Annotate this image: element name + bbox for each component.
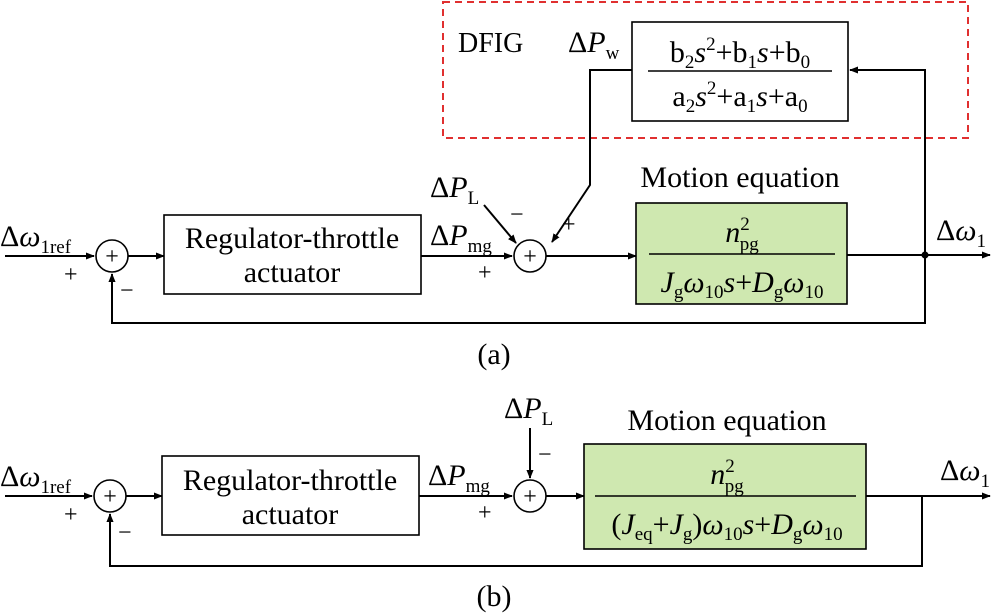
regulator-box-a: [163, 214, 422, 295]
motion-denominator-b: (Jeq+Jg)ω10s+Dgω10: [611, 508, 842, 545]
main-feedback-b: [106, 496, 923, 567]
regulator-line1-a: Regulator-throttle: [185, 222, 399, 255]
sign-plus-3a: +: [562, 212, 576, 238]
regulator-line2-b: actuator: [242, 498, 339, 531]
sign-plus-2b: +: [478, 500, 492, 526]
pmg-label-a: ΔPmg: [430, 219, 492, 257]
sign-minus-2a: −: [510, 202, 524, 228]
dfig-feedback-path: [849, 66, 926, 255]
dfig-label: DFIG: [458, 28, 523, 59]
motion-denominator-a: Jgω10s+Dgω10: [661, 266, 824, 303]
regulator-line1-b: Regulator-throttle: [183, 464, 397, 497]
sign-minus-1b: −: [118, 520, 132, 546]
sum-junction-2b-plus: +: [523, 484, 537, 510]
diagram-b: Δω1ref + + − Regulator-throttle actuator…: [0, 392, 991, 613]
dfig-output-path: [551, 69, 632, 243]
regulator-line2-a: actuator: [244, 256, 341, 289]
pmg-label-b: ΔPmg: [428, 459, 490, 497]
sign-minus-1a: −: [120, 278, 134, 304]
sign-plus-1a: +: [64, 262, 78, 288]
sum-junction-1a-plus: +: [105, 244, 119, 270]
main-feedback-a: [108, 255, 926, 324]
pl-label-a: ΔPL: [430, 171, 479, 209]
sum-junction-2a-plus: +: [523, 244, 537, 270]
diagram-a: DFIG ΔPw b2s2+b1s+b0 a2s2+a1s+a0 Δω1ref …: [0, 1, 991, 371]
sign-plus-1b: +: [64, 502, 78, 528]
dfig-input-label: ΔPw: [568, 26, 620, 64]
output-label-b: Δω1: [940, 454, 990, 492]
caption-a: (a): [477, 338, 510, 371]
sign-minus-2b: −: [538, 442, 552, 468]
input-label-a: Δω1ref: [0, 220, 72, 258]
sign-plus-2a: +: [478, 260, 492, 286]
output-label-a: Δω1: [936, 214, 986, 252]
sum-junction-1b-plus: +: [103, 484, 117, 510]
motion-title-a: Motion equation: [640, 161, 839, 194]
caption-b: (b): [477, 580, 512, 613]
dfig-region: [442, 1, 969, 139]
regulator-box-b: [161, 455, 420, 536]
motion-title-b: Motion equation: [627, 404, 826, 437]
dfig-tf-numerator: b2s2+b1s+b0: [670, 34, 810, 73]
input-label-b: Δω1ref: [0, 460, 72, 498]
pl-line-a: [483, 204, 517, 244]
pl-label-b: ΔPL: [504, 392, 553, 430]
dfig-tf-denominator: a2s2+a1s+a0: [672, 78, 807, 117]
